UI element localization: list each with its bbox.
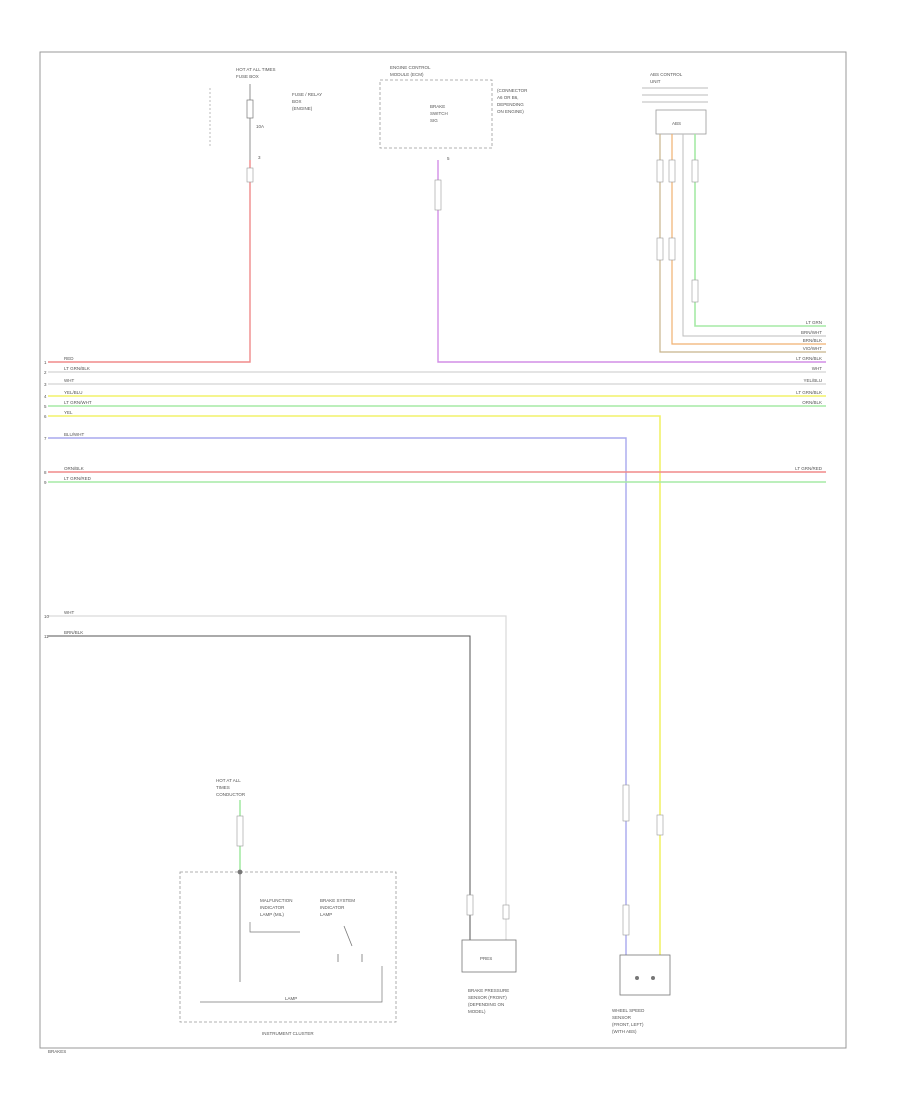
- sensor-a-3: (DEPENDING ON: [468, 1002, 504, 1007]
- right-wire-label: BRN/WHT: [801, 330, 822, 335]
- pin-number: 4: [44, 394, 47, 399]
- cluster-a-1: MALFUNCTION: [260, 898, 293, 903]
- ecm-inner-2: SWITCH: [430, 111, 448, 116]
- sensor-b-3: (FRONT, LEFT): [612, 1022, 644, 1027]
- ecm-title-1: ENGINE CONTROL: [390, 65, 431, 70]
- fuse-box-label: FUSE BOX: [236, 74, 259, 79]
- wheel-speed-sensor: WHEEL SPEED SENSOR (FRONT, LEFT) (WITH A…: [612, 784, 671, 1034]
- abs-title-1: ABS CONTROL: [650, 72, 683, 77]
- pin-number: 5: [44, 404, 47, 409]
- svg-text:3: 3: [258, 155, 261, 160]
- left-wire-label: LT GRN/BLK: [64, 366, 90, 371]
- left-wire-label: YEL: [64, 410, 73, 415]
- sensor-a-2: SENSOR (FRONT): [468, 995, 507, 1000]
- cluster-b-3: LAMP: [320, 912, 332, 917]
- cluster-a-3: LAMP (MIL): [260, 912, 284, 917]
- right-wire-label: LT GRN: [806, 320, 822, 325]
- pin-number: 10: [44, 614, 50, 619]
- sensor-a-1: BRAKE PRESSURE: [468, 988, 509, 993]
- abs-title-2: UNIT: [650, 79, 661, 84]
- sensor-b-1: WHEEL SPEED: [612, 1008, 645, 1013]
- cluster-lamp-label: LAMP: [285, 996, 297, 1001]
- sensor-a-4: MODEL): [468, 1009, 486, 1014]
- right-wire-label: WHT: [812, 366, 822, 371]
- ground-title-2: TIMES: [216, 785, 230, 790]
- left-wire-label: BLU/WHT: [64, 432, 85, 437]
- pin-number: 7: [44, 436, 47, 441]
- left-wire-label: WHT: [64, 610, 74, 615]
- diagram-frame: [39, 51, 847, 1049]
- abs-wires: [656, 134, 826, 353]
- fuse-side-label-1: FUSE / RELAY: [292, 92, 322, 97]
- left-wire-label: LT GRN/RED: [64, 476, 92, 481]
- fuse-component: HOT AT ALL TIMES FUSE BOX 10A FUSE / REL…: [209, 67, 322, 160]
- sensor-b-4: (WITH ABS): [612, 1029, 637, 1034]
- harness-bus: [48, 160, 826, 955]
- cluster-a-2: INDICATOR: [260, 905, 285, 910]
- left-wire-label: WHT: [64, 378, 74, 383]
- ecm-side-4: ON ENGINE): [497, 109, 524, 114]
- right-wire-label: YEL/BLU: [803, 378, 822, 383]
- cluster-b-1: BRAKE SYSTEM: [320, 898, 355, 903]
- ecm-title-2: MODULE (ECM): [390, 72, 424, 77]
- fuse-side-label-2: BOX: [292, 99, 302, 104]
- left-wire-label: LT GRN/WHT: [64, 400, 92, 405]
- pin-number: 11: [44, 634, 49, 639]
- left-wire-label: ORN/BLK: [64, 466, 84, 471]
- right-wire-label: LT GRN/RED: [795, 466, 823, 471]
- fuse-side-label-3: (ENGINE): [292, 106, 313, 111]
- pin-number: 9: [44, 480, 47, 485]
- right-wire-label: BRN/BLK: [803, 338, 822, 343]
- pin-number: 6: [44, 414, 47, 419]
- ecm-side-1: (CONNECTOR: [497, 88, 528, 93]
- left-wire-label: BRN/BLK: [64, 630, 83, 635]
- fuse-top-label: HOT AT ALL TIMES: [236, 67, 276, 72]
- cluster-name-label: INSTRUMENT CLUSTER: [262, 1031, 314, 1036]
- right-wire-label: ORN/BLK: [802, 400, 822, 405]
- pin-number: 2: [44, 370, 47, 375]
- left-wire-label: RED: [64, 356, 74, 361]
- sensor-b-2: SENSOR: [612, 1015, 632, 1020]
- instrument-cluster: HOT AT ALL TIMES CONDUCTOR MALFUNCTION I…: [179, 778, 397, 1036]
- ecm-side-2: A6 OR B6,: [497, 95, 519, 100]
- ecm-inner-1: BRAKE: [430, 104, 445, 109]
- abs-inner-label: ABS: [672, 121, 681, 126]
- ecm-inner-3: SIG: [430, 118, 438, 123]
- ecm-component: ENGINE CONTROL MODULE (ECM) BRAKE SWITCH…: [379, 65, 528, 161]
- cluster-b-2: INDICATOR: [320, 905, 345, 910]
- ecm-side-3: DEPENDING: [497, 102, 524, 107]
- brake-pressure-sensor: PRES BRAKE PRESSURE SENSOR (FRONT) (DEPE…: [461, 894, 517, 1014]
- ground-title-3: CONDUCTOR: [216, 792, 246, 797]
- left-wire-label: YEL/BLU: [64, 390, 83, 395]
- pin-number: 3: [44, 382, 47, 387]
- right-wire-label: VIO/WHT: [803, 346, 822, 351]
- right-wire-labels: LT GRN BRN/WHT BRN/BLK VIO/WHT LT GRN/BLK WHT…: [795, 320, 823, 471]
- footer-label: BRAKES: [48, 1049, 66, 1054]
- right-wire-label: LT GRN/BLK: [796, 356, 822, 361]
- sensor-a-inner: PRES: [480, 956, 492, 961]
- fuse-amp-label: 10A: [256, 124, 264, 129]
- ground-title-1: HOT AT ALL: [216, 778, 241, 783]
- svg-text:5: 5: [447, 156, 450, 161]
- right-wire-label: LT GRN/BLK: [796, 390, 822, 395]
- pin-number: 8: [44, 470, 47, 475]
- abs-control-unit: ABS CONTROL UNIT ABS: [642, 72, 708, 135]
- pin-number: 1: [44, 360, 47, 365]
